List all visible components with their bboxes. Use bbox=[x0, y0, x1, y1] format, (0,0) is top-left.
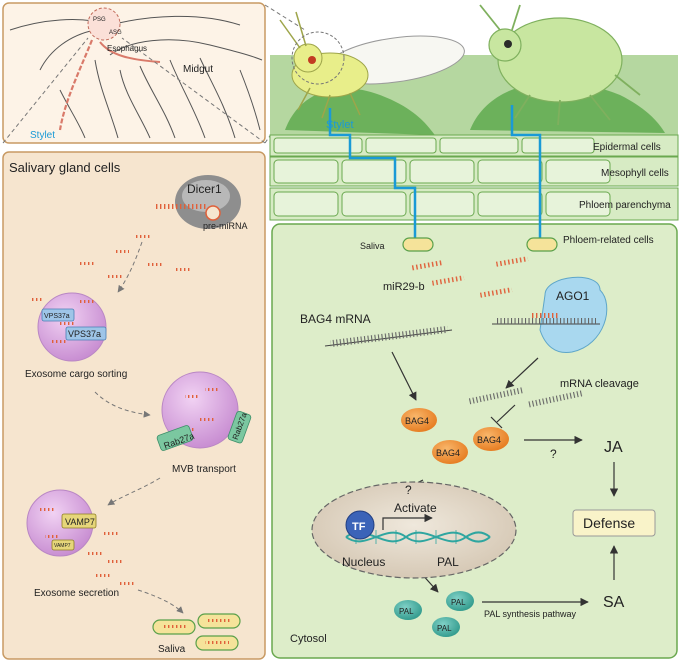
mir29b-label: miR29-b bbox=[383, 281, 425, 293]
ja-label: JA bbox=[604, 439, 623, 456]
dicer-protein bbox=[175, 175, 241, 229]
aphid-head-highlight bbox=[291, 31, 345, 85]
pal-gene-label: PAL bbox=[437, 555, 459, 569]
salivary-gland-highlight bbox=[87, 7, 121, 41]
esophagus-path bbox=[58, 39, 94, 131]
cargo-sorting-label: Exosome cargo sorting bbox=[25, 369, 127, 380]
pal-protein-label-2: PAL bbox=[451, 598, 466, 607]
vps37a-label-1: VPS37a bbox=[44, 313, 70, 320]
gut-path bbox=[99, 41, 161, 63]
defense-box bbox=[572, 509, 656, 537]
plant-saliva-drops bbox=[402, 237, 558, 252]
epidermal-label: Epidermal cells bbox=[593, 142, 661, 153]
pal-protein-label-1: PAL bbox=[399, 607, 414, 616]
rab27a-box-2 bbox=[227, 410, 252, 444]
bag4-protein-label-c: BAG4 bbox=[477, 435, 501, 445]
insect-anatomy-panel: PSG ASG Esophagus Midgut Stylet bbox=[2, 2, 266, 144]
aphid-shadow-right bbox=[470, 81, 665, 133]
bag4-proteins bbox=[401, 408, 509, 464]
nucleus-label: Nucleus bbox=[342, 555, 385, 569]
plant-stylet-label: Stylet bbox=[326, 119, 354, 131]
vps37a-label-2: VPS37a bbox=[68, 329, 101, 339]
gut-outline bbox=[9, 15, 263, 139]
wingless-aphid bbox=[479, 4, 641, 126]
vamp7-label: VAMP7 bbox=[65, 517, 95, 527]
plant-cell-layers bbox=[269, 134, 679, 221]
secretion-label: Exosome secretion bbox=[34, 588, 119, 599]
aphid-shadow-left bbox=[285, 88, 435, 135]
plant-saliva-label: Saliva bbox=[360, 241, 385, 251]
scattered-mirnas-top bbox=[30, 235, 190, 301]
pal-proteins bbox=[394, 591, 474, 637]
esophagus-label: Esophagus bbox=[107, 44, 147, 53]
vamp7-small-box bbox=[51, 539, 75, 551]
nucleus bbox=[311, 481, 517, 579]
arrow-dicer-to-sorting bbox=[117, 241, 143, 293]
pre-mirna-strand bbox=[156, 204, 206, 209]
pal-protein-label-3: PAL bbox=[437, 624, 452, 633]
insect-stylet-label: Stylet bbox=[30, 130, 55, 141]
bag4-mrna-strand bbox=[324, 325, 453, 348]
secretion-vesicle bbox=[26, 489, 94, 557]
salivary-panel-title: Salivary gland cells bbox=[9, 160, 121, 175]
phloem-parenchyma-label: Phloem parenchyma bbox=[579, 200, 671, 211]
sa-label: SA bbox=[603, 594, 625, 611]
cytosol-label: Cytosol bbox=[290, 633, 327, 645]
mrna-cleavage-label: mRNA cleavage bbox=[560, 378, 639, 390]
rab27a-box-1 bbox=[156, 425, 194, 451]
bag4-mrna-label: BAG4 mRNA bbox=[300, 312, 371, 326]
midgut-label: Midgut bbox=[183, 64, 213, 75]
defense-label: Defense bbox=[583, 515, 635, 531]
dicer-label: Dicer1 bbox=[187, 182, 222, 196]
vps37a-box-1 bbox=[41, 308, 75, 322]
pal-pathway-label: PAL synthesis pathway bbox=[484, 609, 577, 619]
insect-panel-frame bbox=[2, 2, 266, 144]
psg-label: PSG bbox=[93, 17, 106, 23]
arrow-secretion-to-saliva bbox=[137, 589, 184, 614]
mvb-transport-label: MVB transport bbox=[172, 464, 236, 475]
vamp7-box bbox=[61, 513, 97, 529]
bag4-protein-label-a: BAG4 bbox=[405, 416, 429, 426]
salivary-saliva-label: Saliva bbox=[158, 644, 186, 655]
saliva-capsules bbox=[152, 613, 241, 651]
phloem-related-label: Phloem-related cells bbox=[563, 235, 654, 246]
tf-label: TF bbox=[352, 521, 366, 533]
ago1-complex bbox=[492, 276, 608, 354]
question-mark-ja: ? bbox=[550, 447, 557, 461]
released-mirnas bbox=[88, 532, 134, 585]
salivary-gland-panel: Salivary gland cells Dicer1 pre-miRNA bbox=[2, 151, 266, 660]
asg-label: ASG bbox=[109, 30, 122, 36]
stylets bbox=[328, 105, 542, 238]
aphids-on-leaf bbox=[270, 4, 678, 135]
ago1-label: AGO1 bbox=[556, 289, 590, 303]
mesophyll-label: Mesophyll cells bbox=[601, 168, 669, 179]
vps37a-box-2 bbox=[65, 326, 107, 341]
question-mark-nucleus: ? bbox=[405, 483, 412, 497]
mir29b-strands bbox=[409, 256, 529, 298]
pre-mirna-label: pre-miRNA bbox=[203, 221, 248, 231]
activate-label: Activate bbox=[394, 501, 437, 515]
bag4-protein-label-b: BAG4 bbox=[436, 448, 460, 458]
cleaved-mrna-fragments bbox=[467, 387, 584, 408]
vamp7-small-label: VAMP7 bbox=[54, 543, 71, 549]
winged-aphid bbox=[279, 11, 465, 119]
